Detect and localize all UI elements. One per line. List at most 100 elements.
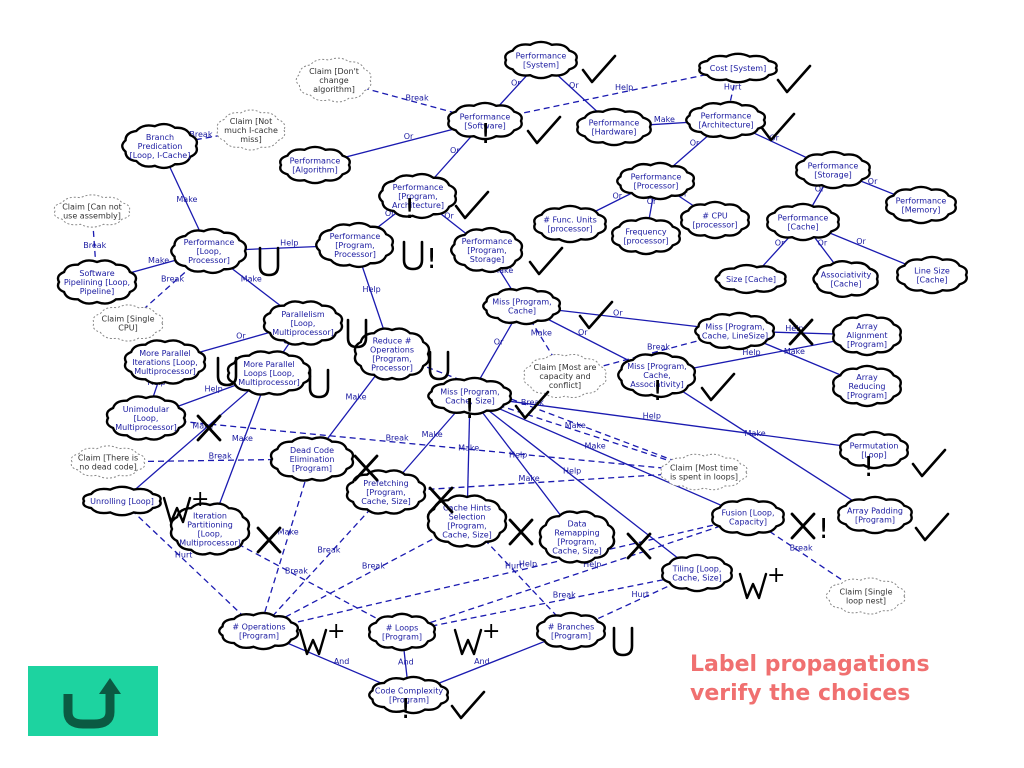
cloud-shape	[795, 150, 871, 190]
marks-layer: !!!!!!+!+++!	[162, 54, 950, 725]
edge-label: Or	[856, 237, 866, 246]
node-label-line: # CPU	[702, 212, 728, 221]
node-label-line: Processor]	[188, 256, 230, 265]
node-label-line: More Parallel	[139, 349, 191, 358]
edge-label: Or	[613, 191, 623, 200]
node-perf_software: Performance[Software]	[447, 101, 523, 141]
node-label-line: is spent in loops]	[670, 473, 738, 482]
node-label-line: [Loop,	[291, 319, 316, 328]
node-branches_program: # Branches[Program]	[536, 611, 606, 651]
node-label-line: [Loop,	[198, 530, 223, 539]
check-mark-icon	[514, 390, 550, 420]
edge-branches_program-cache_hints	[466, 520, 572, 632]
node-label-line: [Program,	[366, 488, 405, 497]
node-label-line: Claim [Most time	[670, 464, 738, 473]
check-mark-icon	[454, 190, 490, 220]
cloud-shape	[832, 313, 902, 357]
node-label-line: Claim [Not	[230, 117, 272, 126]
check-mark-icon	[581, 54, 617, 84]
node-label-line: Array Padding	[847, 507, 903, 516]
cloud-shape	[70, 445, 146, 479]
edge-label: Or	[868, 177, 878, 186]
edge-label: Hurt	[632, 590, 650, 599]
edge-label: Or	[404, 132, 414, 141]
node-cpu: # CPU[processor]	[680, 200, 750, 240]
cloud-shape	[450, 226, 524, 274]
node-label-line: [Software]	[464, 122, 506, 131]
node-perf_cache: Performance[Cache]	[766, 202, 840, 242]
edge-label: Break	[790, 544, 813, 553]
cloud-shape	[169, 502, 251, 556]
cloud-shape	[839, 430, 909, 470]
label-mark-branches_program	[612, 626, 634, 657]
node-perf_arch: Performance[Architecture]	[685, 100, 767, 140]
exclamation-mark: !	[863, 450, 874, 483]
undecided-u-icon	[402, 240, 424, 271]
node-label-line: Multiprocessor]	[115, 423, 177, 432]
node-label-line: [Program]	[847, 340, 887, 349]
cloud-shape	[295, 57, 372, 103]
node-label-line: change	[319, 76, 349, 85]
node-label-line: Unrolling [Loop]	[90, 497, 154, 506]
node-label-line: [Cache]	[830, 280, 861, 289]
edge-label: Or	[385, 209, 395, 218]
cloud-shape	[680, 200, 750, 240]
label-mark-remapping	[626, 532, 652, 560]
edge-label: Hurt	[505, 562, 523, 571]
edge-label: Break	[521, 398, 544, 407]
edge-ops_program-prefetching	[258, 491, 387, 632]
node-label-line: [Program]	[382, 633, 422, 642]
edge-label: Or	[815, 184, 825, 193]
edge-label: Make	[531, 329, 552, 338]
edge-loops_program-fusion	[401, 516, 749, 633]
edge-label: Break	[553, 591, 576, 600]
node-label-line: [Loop, I-Cache]	[130, 151, 191, 160]
node-label-line: Cache]	[508, 307, 536, 316]
edge-label: Make	[565, 421, 586, 430]
node-cost_system: Cost [System]	[698, 52, 778, 84]
node-label-line: Architecture]	[392, 201, 444, 210]
label-mark-cost_system	[776, 64, 812, 94]
node-label-line: [processor]	[547, 225, 592, 234]
cloud-shape	[576, 107, 652, 147]
node-label-line: Capacity]	[729, 518, 767, 527]
label-mark-perf_system	[581, 54, 617, 84]
node-label-line: Multiprocessor]	[272, 328, 334, 337]
node-label-line: conflict]	[549, 381, 581, 390]
cloud-shape	[82, 485, 162, 517]
node-label-line: [Hardware]	[592, 128, 637, 137]
edge-remapping-miss_size	[469, 395, 578, 538]
node-label-line: Performance	[184, 238, 235, 247]
node-label-line: Processor]	[371, 364, 413, 373]
cloud-shape	[218, 611, 300, 651]
edge-label: Make	[492, 266, 513, 275]
cloud-shape	[315, 221, 395, 269]
node-label-line: Remapping	[554, 529, 599, 538]
node-label-line: Claim [Don't	[309, 67, 359, 76]
node-label-line: Cache, Size]	[552, 547, 602, 556]
x-mark-icon	[626, 532, 652, 560]
edge-claim_loops-unimodular	[145, 417, 705, 473]
cloud-shape	[92, 304, 164, 342]
back-button[interactable]	[28, 666, 158, 736]
node-label-line: Claim [Can not	[62, 203, 122, 212]
weak-positive-icon	[453, 628, 483, 656]
node-label-line: [Algorithm]	[292, 166, 337, 175]
node-label-line: Alignment	[847, 331, 888, 340]
edge-label: Help	[280, 239, 298, 248]
node-miss_size: Miss [Program,Cache, Size]	[427, 376, 512, 416]
edge-label: Break	[406, 94, 429, 103]
node-label-line: [Cache]	[787, 223, 818, 232]
cloud-shape	[105, 395, 187, 441]
node-label-line: [Program,	[398, 192, 437, 201]
label-mark-partitioning	[256, 526, 282, 554]
node-miss_assoc: Miss [Program,Cache,Associativity]	[617, 351, 697, 399]
node-label-line: Cache, Size]	[361, 497, 411, 506]
plus-sign: +	[327, 619, 345, 644]
node-label-line: # Operations	[232, 623, 285, 632]
node-label-line: Tiling [Loop,	[672, 565, 722, 574]
node-label-line: Storage]	[470, 255, 504, 264]
